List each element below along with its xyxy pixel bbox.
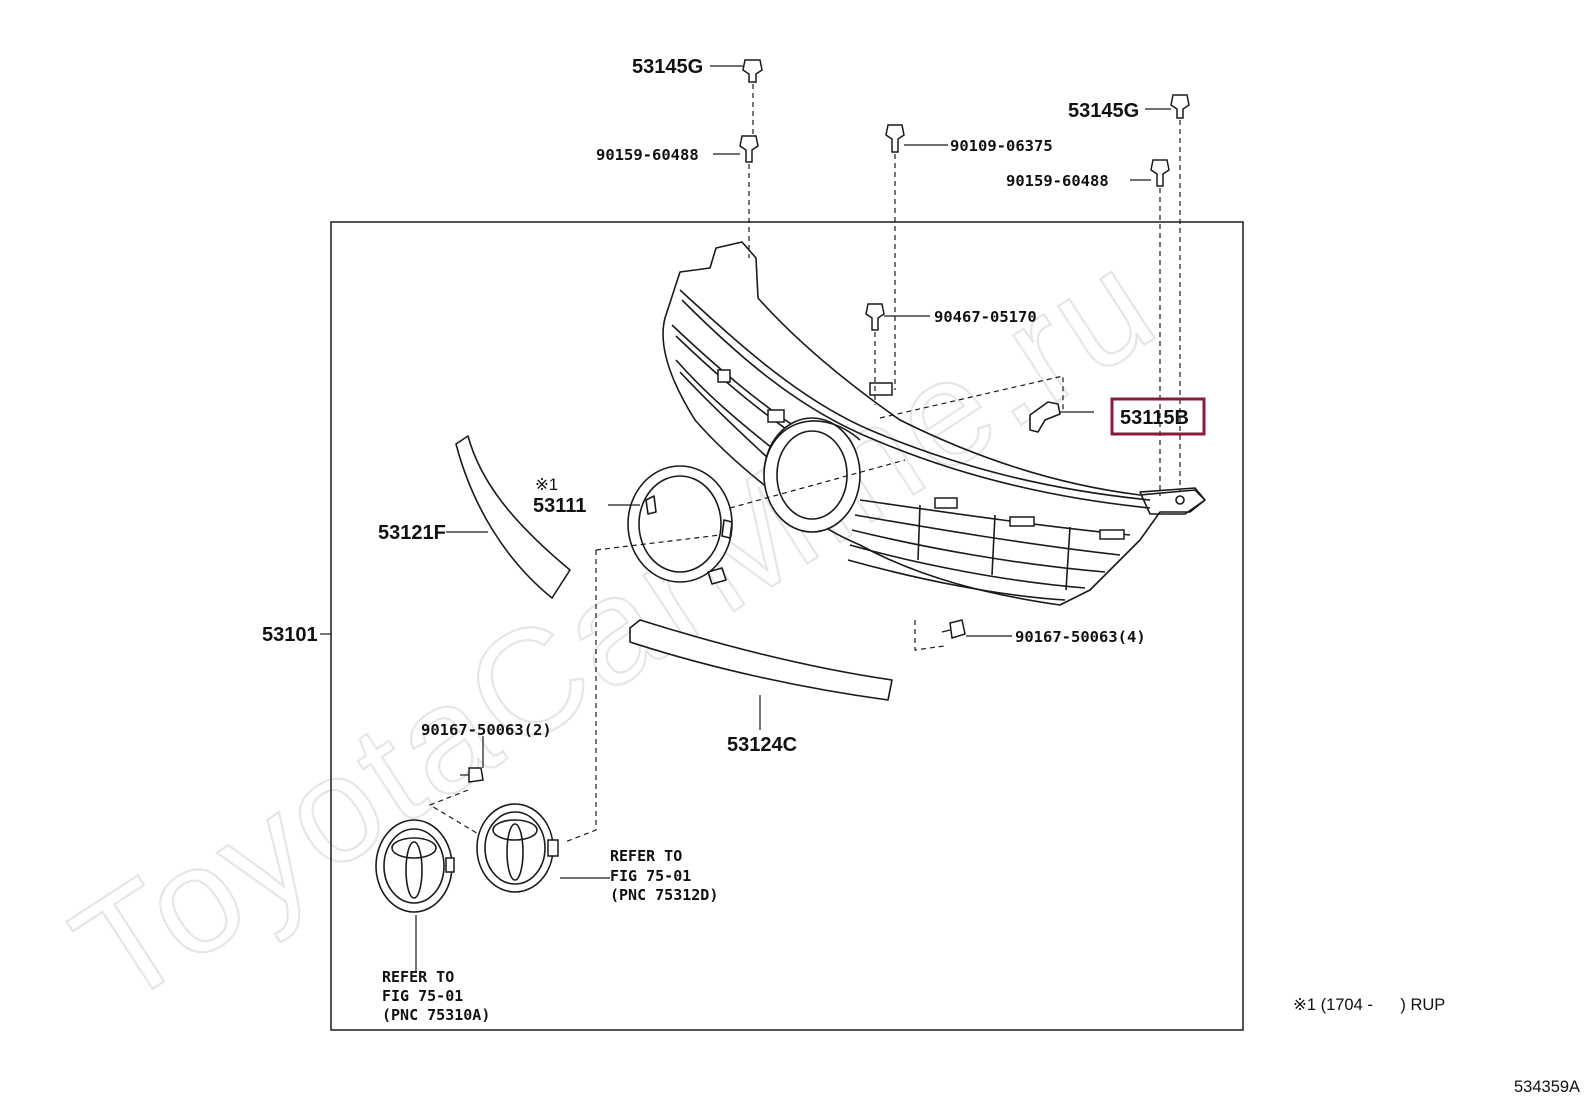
label-90467-05170[interactable]: 90467-05170 xyxy=(934,308,1037,326)
emblem-rear-75310a xyxy=(375,819,455,913)
refer-right-line3: (PNC 75312D) xyxy=(610,886,718,904)
fastener-90167-2 xyxy=(460,767,484,783)
label-53145g-right[interactable]: 53145G xyxy=(1068,100,1139,122)
watermark: ToyotaCarMine.ru xyxy=(46,216,1184,1037)
molding-53124c xyxy=(629,619,893,701)
fastener-90159-right xyxy=(1150,159,1170,187)
assembly-lines xyxy=(428,84,1181,843)
label-53115b[interactable]: 53115B xyxy=(1120,407,1189,429)
refer-right-line2: FIG 75-01 xyxy=(610,867,691,885)
refer-note-right[interactable]: REFER TO FIG 75-01 (PNC 75312D) xyxy=(610,847,718,904)
bracket-53115b xyxy=(1029,401,1094,433)
emblem-frame-53111 xyxy=(627,465,733,585)
fastener-90159-left xyxy=(739,135,759,163)
label-mark-1: ※1 xyxy=(535,476,558,494)
label-53145g-top[interactable]: 53145G xyxy=(632,56,703,78)
label-90159-60488-right[interactable]: 90159-60488 xyxy=(1006,172,1109,190)
label-90109-06375[interactable]: 90109-06375 xyxy=(950,137,1053,155)
highlight-box-53115b xyxy=(1110,397,1206,436)
refer-left-line1: REFER TO xyxy=(382,968,454,986)
leader-lines xyxy=(320,65,1171,972)
refer-note-left[interactable]: REFER TO FIG 75-01 (PNC 75310A) xyxy=(382,968,490,1024)
label-53124c[interactable]: 53124C xyxy=(727,734,797,756)
label-53121f[interactable]: 53121F xyxy=(378,522,446,544)
refer-left-line3: (PNC 75310A) xyxy=(382,1006,490,1024)
label-53111[interactable]: 53111 xyxy=(533,495,586,517)
radiator-grille xyxy=(662,241,1206,606)
molding-53121f xyxy=(455,435,571,599)
fastener-53145g-right xyxy=(1170,94,1190,119)
label-53101[interactable]: 53101 xyxy=(262,624,318,646)
fastener-90167-4 xyxy=(941,619,966,639)
label-90167-50063-2[interactable]: 90167-50063(2) xyxy=(421,721,552,739)
fastener-90467 xyxy=(865,303,885,331)
emblem-front-75312d xyxy=(476,803,559,893)
fastener-90109 xyxy=(885,124,905,153)
fastener-53145g-top xyxy=(742,59,763,83)
figure-id: 534359A xyxy=(1514,1078,1580,1096)
refer-right-line1: REFER TO xyxy=(610,847,682,865)
refer-left-line2: FIG 75-01 xyxy=(382,987,463,1005)
footnote: ※1 (1704 - ) RUP xyxy=(1293,996,1445,1014)
label-90159-60488-left[interactable]: 90159-60488 xyxy=(596,146,699,164)
assembly-frame xyxy=(330,221,1244,1031)
label-90167-50063-4[interactable]: 90167-50063(4) xyxy=(1015,628,1146,646)
